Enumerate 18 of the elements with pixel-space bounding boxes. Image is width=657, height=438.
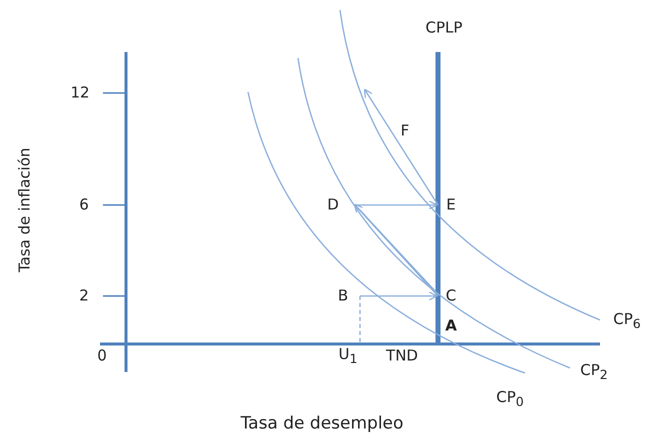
axis-tick-label: TND [386, 348, 418, 364]
point-label: C [446, 288, 456, 304]
axis-tick-label: 0 [97, 348, 107, 364]
point-label: F [400, 124, 410, 138]
point-label: D [327, 198, 339, 212]
point-label: B [338, 288, 348, 304]
curve-label: CP$_{6}$ [613, 312, 641, 330]
curve-label: CP$_{2}$ [580, 362, 608, 382]
axis-tick-label: 6 [79, 198, 89, 212]
axis-tick-label: U$_{1}$ [338, 346, 358, 366]
axis-title: Tasa de inflación [18, 148, 32, 272]
axis-title: Tasa de desempleo [240, 416, 404, 432]
axis-tick-label: 12 [70, 86, 90, 100]
curve-label: CPLP [426, 20, 462, 36]
point-label: E [446, 198, 456, 212]
axis-tick-label: 2 [79, 288, 89, 304]
curve-label: CP$_{0}$ [496, 390, 524, 408]
point-label: A [445, 318, 457, 334]
